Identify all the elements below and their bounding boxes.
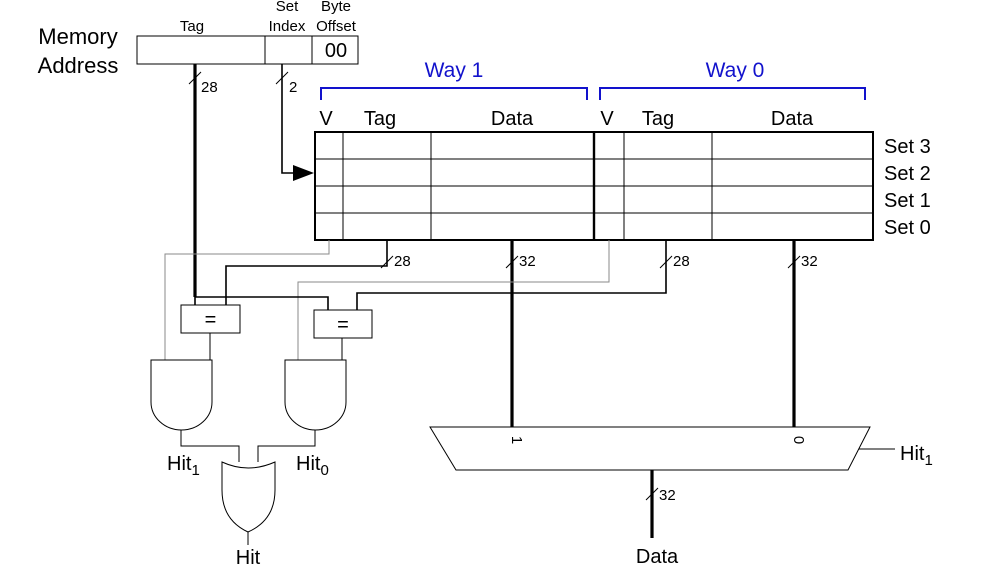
way-1-label: Way 1 [425,59,484,82]
hit1-label: Hit1 [167,453,200,479]
way-0-valid-label: V [600,108,614,130]
way-0-bracket [599,87,866,100]
tag-field-label: Tag [180,18,204,35]
hit0-label-sub: 0 [320,462,328,479]
set-index-arrow [293,165,314,181]
data-output-label: Data [636,546,679,568]
way-0-and-gate [284,359,347,431]
way-1-bracket [320,87,588,100]
way-0-tag-label: Tag [642,108,674,130]
way-1-tag-label: Tag [364,108,396,130]
hit1-label-sub: 1 [191,462,199,479]
address-register [136,35,359,65]
set-bus-width: 2 [289,79,297,96]
mux-input-1-label: 1 [508,436,525,444]
way-1-header: Way 1 V Tag Data [319,59,588,130]
hit1-line [180,430,240,462]
mux-select-base: Hit [900,443,925,465]
hit0-label: Hit0 [296,453,329,479]
set-bus-width-slash [275,71,289,85]
way-0-data-width-slash [787,255,801,269]
way-1-data-width-slash [505,255,519,269]
way-0-comparator [313,309,373,339]
way-0-tag-width-slash [659,255,673,269]
memory-address: Memory Address Tag Set Index Byte Offset… [38,0,359,78]
mux-select-label: Hit1 [900,443,933,469]
data-output-width-slash [645,487,659,501]
set-field-label-line2: Index [269,18,306,35]
way-1-comparator [180,304,241,334]
mux-select-sub: 1 [924,452,932,469]
set-label: Set 2 [884,163,931,185]
way-0-header: Way 0 V Tag Data [599,59,866,130]
offset-field-label-line2: Offset [316,18,357,35]
way-0-data-label: Data [771,108,814,130]
way-0-valid-line [297,240,610,360]
cache-array [314,131,874,241]
tag-bus-width-slash [188,71,202,85]
way-1-tag-width-slash [380,255,394,269]
tag-bus-width: 28 [201,79,218,96]
way-1-data-label: Data [491,108,534,130]
memory-address-title-line1: Memory [38,24,117,49]
hit0-line [257,430,316,462]
set-index-line [281,64,295,174]
offset-field-label-line1: Byte [321,0,351,15]
mux-input-0-label: 0 [790,436,807,444]
set-label: Set 1 [884,190,931,212]
set-label: Set 3 [884,136,931,158]
way-1-tag-width: 28 [394,253,411,270]
hit1-label-base: Hit [167,453,192,475]
hit-output-label: Hit [236,547,261,569]
data-multiplexer [429,426,871,471]
way-0-label: Way 0 [706,59,765,82]
set-field-label-line1: Set [276,0,299,15]
way-1-tag-line [225,240,388,305]
way-1-valid-line [164,240,330,360]
way-0-data-width: 32 [801,253,818,270]
memory-address-title-line2: Address [38,53,119,78]
way-0-tag-width: 28 [673,253,690,270]
way-0-tag-line [356,240,667,310]
tag-to-comparators-line [195,296,329,310]
comparator-symbol: = [205,309,217,331]
data-output-width: 32 [659,487,676,504]
byte-offset-value: 00 [325,40,347,62]
comparator-symbol: = [337,314,349,336]
hit-or-gate [221,461,276,533]
set-label: Set 0 [884,217,931,239]
way-1-data-width: 32 [519,253,536,270]
hit0-label-base: Hit [296,453,321,475]
way-1-valid-label: V [319,108,333,130]
way-1-and-gate [150,359,213,431]
